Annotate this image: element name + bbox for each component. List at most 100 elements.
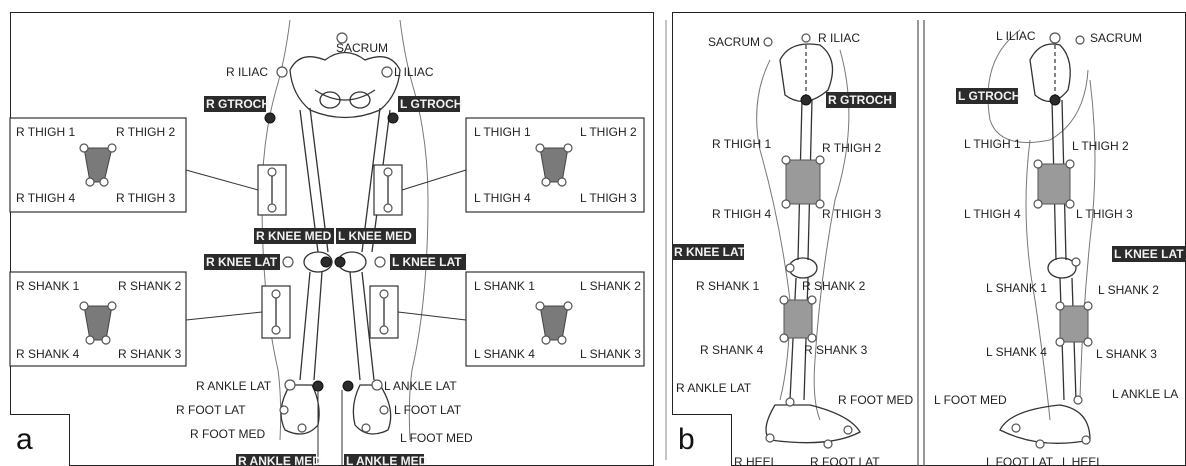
a-r-foot-lat-marker [280,406,288,414]
b-l-gtroch-label: L GTROCH [958,89,1020,103]
b-r-thigh-1-label: R THIGH 1 [712,137,771,151]
b-r-heel-marker [766,434,774,442]
a-r-knee-lat-label: R KNEE LAT [206,255,278,269]
a-l-shank-4-label: L SHANK 4 [474,347,535,361]
b-l-pelvis [1030,44,1070,101]
a-l-shank-inset: L SHANK 1 L SHANK 2 L SHANK 4 L SHANK 3 [466,272,644,366]
b-r-shank-2-label: R SHANK 2 [802,279,866,293]
b-r-shank-3-label: R SHANK 3 [804,343,868,357]
b-r-shank-1-label: R SHANK 1 [696,279,760,293]
b-r-foot-med-label: R FOOT MED [838,393,913,407]
b-l-shank-m3 [1084,338,1092,346]
a-obturator-right [350,92,370,108]
a-r-thigh-m2 [268,204,276,212]
b-l-foot-lat-marker [1036,440,1044,448]
b-l-foot-lat-label: L FOOT LAT [986,455,1054,466]
a-l-gtroch-marker [388,113,398,123]
a-l-thigh-2-label: L THIGH 2 [580,125,637,139]
a-r-thigh-inset-m1 [80,144,88,152]
a-l-knee-lat-marker [375,257,385,267]
b-l-thigh-m2 [1066,160,1074,168]
a-l-thigh-m1 [384,168,392,176]
a-l-thigh-1-label: L THIGH 1 [474,125,531,139]
a-r-foot-med-label: R FOOT MED [190,427,265,441]
panel-a-leaders [186,170,466,466]
b-l-shank-1-label: L SHANK 1 [986,281,1047,295]
a-l-shank-inset-m1 [536,302,544,310]
a-l-shank-3-label: L SHANK 3 [580,347,641,361]
b-l-thigh-m3 [1066,200,1074,208]
b-l-iliac-marker [1050,33,1060,43]
b-l-ankle-lat-marker [1074,396,1082,404]
a-l-shank-m1 [380,290,388,298]
b-r-iliac-marker [802,34,810,42]
a-r-ankle-lat-label: R ANKLE LAT [196,379,272,393]
b-r-gtroch-label: R GTROCH [828,93,892,107]
b-r-shank-m3 [808,334,816,342]
b-r-shank-quad [784,300,812,338]
a-r-knee-med-label: R KNEE MED [256,229,332,243]
a-r-iliac-label: R ILIAC [226,65,268,79]
b-r-thigh-4-label: R THIGH 4 [712,207,771,221]
b-l-thigh-m1 [1034,160,1042,168]
b-r-shank-m2 [808,296,816,304]
a-l-foot-med-marker [362,424,370,432]
a-r-shank-inset-m4 [86,336,94,344]
a-l-thigh-leader [402,170,466,190]
b-r-sacrum-marker [764,38,772,46]
b-l-foot-med-marker [1012,424,1020,432]
b-l-thigh-quad [1038,164,1070,204]
b-l-thigh-1-label: L THIGH 1 [964,137,1021,151]
b-r-thigh-3-label: R THIGH 3 [822,207,881,221]
b-l-shank-3-label: L SHANK 3 [1096,347,1157,361]
a-r-shank-4-label: R SHANK 4 [16,347,80,361]
b-l-ankle-lat-label: L ANKLE LA [1112,387,1178,401]
a-r-foot-med-marker [298,424,306,432]
a-l-gtroch-label: L GTROCH [400,97,462,111]
a-l-foot-med-label: L FOOT MED [400,431,473,445]
b-r-foot [766,405,860,443]
a-r-shank-3-label: R SHANK 3 [118,347,182,361]
a-r-gtroch-marker [265,113,275,123]
a-l-iliac-marker [382,67,392,77]
b-l-thigh-4-label: L THIGH 4 [964,207,1021,221]
a-l-ankle-lat-marker [372,380,382,390]
a-r-shank-m2 [272,326,280,334]
a-r-shank-inset-m1 [80,302,88,310]
b-r-shank-4-label: R SHANK 4 [700,343,764,357]
b-r-foot-med-marker [844,426,852,434]
a-r-foot-lat-label: R FOOT LAT [176,403,246,417]
a-l-foot-lat-label: L FOOT LAT [394,403,462,417]
a-r-thigh-inset: R THIGH 1 R THIGH 2 R THIGH 4 R THIGH 3 [10,118,186,212]
a-r-thigh-2-label: R THIGH 2 [116,125,175,139]
a-r-shank-1-label: R SHANK 1 [16,279,80,293]
a-r-thigh-3-label: R THIGH 3 [116,191,175,205]
b-l-shank-m1 [1056,302,1064,310]
b-r-thigh-2-label: R THIGH 2 [822,141,881,155]
b-l-heel-marker [1082,436,1090,444]
b-l-shank-m4 [1056,338,1064,346]
b-l-knee-lat-marker [1072,258,1080,266]
a-pelvis [290,53,400,118]
b-l-iliac-label: L ILIAC [996,29,1036,43]
b-r-knee-lat-label: R KNEE LAT [674,245,746,259]
b-r-knee-lat-marker [786,264,794,272]
a-l-thigh-inset-m3 [558,178,566,186]
a-tibia-right [300,272,322,380]
a-r-thigh-inset-m2 [108,144,116,152]
a-r-thigh-4-label: R THIGH 4 [16,191,75,205]
a-l-shank-1-label: L SHANK 1 [474,279,535,293]
a-r-shank-inset-m2 [108,302,116,310]
b-l-shank-4-label: L SHANK 4 [986,345,1047,359]
a-l-thigh-inset-m1 [536,144,544,152]
a-r-shank-leader [186,312,262,320]
b-r-foot-lat-label: R FOOT LAT [810,455,880,466]
a-l-knee-med-marker [335,257,345,267]
a-pelvis-inner [315,90,375,100]
a-l-thigh-4-label: L THIGH 4 [474,191,531,205]
a-r-thigh-1-label: R THIGH 1 [16,125,75,139]
a-l-shank-m2 [380,326,388,334]
b-l-knee-lat-label: L KNEE LAT [1114,247,1184,261]
a-l-thigh-inset: L THIGH 1 L THIGH 2 L THIGH 4 L THIGH 3 [466,118,644,212]
